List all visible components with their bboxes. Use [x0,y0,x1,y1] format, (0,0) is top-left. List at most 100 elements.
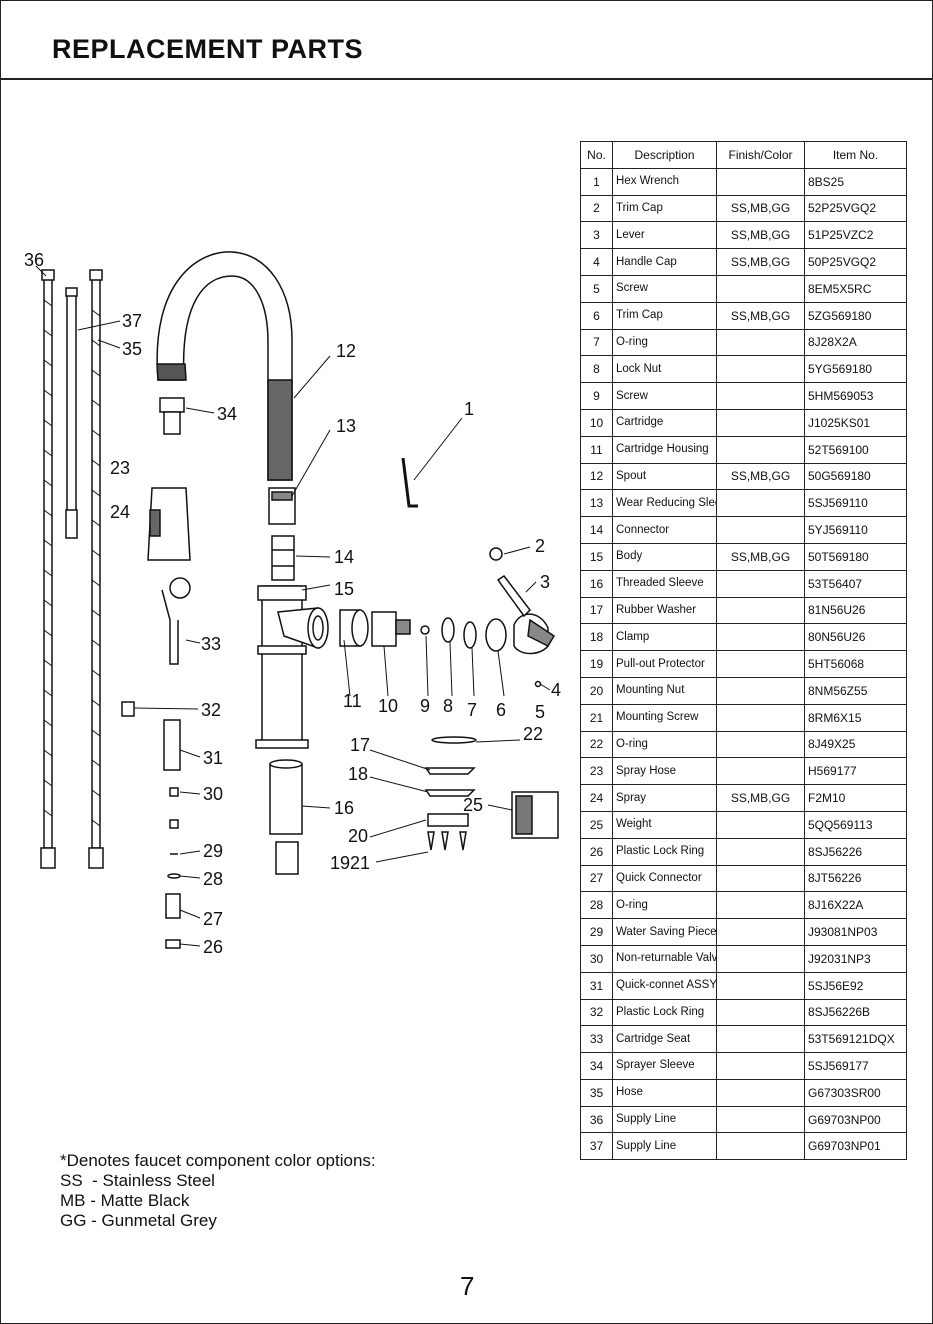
table-cell-description: Connector [612,516,717,544]
table-cell-finish [716,489,805,518]
table-cell-description: Mounting Screw [612,703,717,732]
table-cell-description: O-ring [612,891,717,920]
table-cell-finish: SS,MB,GG [716,462,805,491]
table-cell-no: 16 [580,569,613,598]
table-cell-no: 24 [580,784,613,812]
table-cell-item-no: 53T56407 [804,569,907,598]
table-cell-no: 21 [580,703,613,732]
table-cell-finish [716,864,805,893]
table-cell-description: Rubber Washer [612,596,717,625]
callout-3: 3 [540,572,550,592]
body [255,585,329,749]
table-cell-finish [716,408,805,437]
column-header-no: No. [580,141,613,169]
table-cell-item-no: 5SJ569177 [804,1052,907,1080]
callout-28: 28 [203,869,223,889]
table-cell-description: Water Saving Piece [612,918,717,946]
table-cell-finish [716,274,805,303]
table-cell-finish [716,1105,805,1134]
callout-33: 33 [201,634,221,654]
table-cell-item-no: 51P25VZC2 [804,221,907,250]
callout-32: 32 [201,700,221,720]
table-cell-finish [716,569,805,598]
callout-35: 35 [122,339,142,359]
callout-30: 30 [203,784,223,804]
table-cell-item-no: 81N56U26 [804,596,907,625]
table-cell-description: Spray Hose [612,757,717,786]
quick-connect-parts [121,701,181,949]
table-cell-no: 22 [580,730,613,759]
table-cell-description: Lock Nut [612,355,717,384]
table-cell-finish [716,516,805,544]
table-cell-finish [716,650,805,678]
column-header-finish: Finish/Color [716,141,805,169]
table-cell-no: 19 [580,650,613,678]
table-cell-item-no: 5HT56068 [804,650,907,678]
table-cell-finish [716,1025,805,1054]
callout-23: 23 [110,458,130,478]
callout-17: 17 [350,735,370,755]
table-cell-item-no: 50G569180 [804,462,907,491]
table-cell-item-no: 50T569180 [804,542,907,571]
callout-labels: 1 2 3 4 5 6 7 8 9 10 11 12 13 14 15 16 1… [24,250,561,957]
table-cell-description: Clamp [612,623,717,652]
table-cell-no: 34 [580,1052,613,1080]
table-cell-item-no: F2M10 [804,784,907,812]
table-cell-no: 13 [580,489,613,518]
callout-4: 4 [551,680,561,700]
table-cell-no: 5 [580,274,613,303]
table-cell-finish: SS,MB,GG [716,301,805,330]
table-cell-item-no: 8J28X2A [804,328,907,357]
table-cell-item-no: 5SJ569110 [804,489,907,518]
table-cell-item-no: 8BS25 [804,167,907,196]
table-cell-finish [716,730,805,759]
table-cell-item-no: G69703NP01 [804,1132,907,1161]
table-header-row: No. Description Finish/Color Item No. [580,141,907,169]
table-cell-no: 10 [580,408,613,437]
callout-16: 16 [334,798,354,818]
table-cell-item-no: H569177 [804,757,907,786]
small-parts-row [420,613,556,688]
table-cell-no: 12 [580,462,613,491]
callout-29: 29 [203,841,223,861]
table-cell-description: Screw [612,382,717,410]
table-cell-item-no: 53T569121DQX [804,1025,907,1054]
table-cell-finish [716,167,805,196]
callout-8: 8 [443,696,453,716]
table-cell-no: 17 [580,596,613,625]
table-cell-description: Handle Cap [612,248,717,276]
table-cell-item-no: 5YJ569110 [804,516,907,544]
sprayer-assembly [147,397,191,665]
table-cell-description: Quick Connector [612,864,717,893]
header-divider [0,78,933,80]
table-cell-item-no: 52T569100 [804,435,907,464]
table-cell-finish [716,944,805,973]
table-cell-finish [716,918,805,946]
note-gg: GG - Gunmetal Grey [60,1211,217,1230]
table-cell-no: 27 [580,864,613,893]
callout-10: 10 [378,696,398,716]
table-cell-no: 9 [580,382,613,410]
table-cell-description: Supply Line [612,1105,717,1134]
table-cell-finish [716,596,805,625]
page-number: 7 [460,1271,475,1301]
threaded-sleeve [269,759,303,835]
table-cell-no: 8 [580,355,613,384]
table-cell-description: Supply Line [612,1132,717,1161]
table-cell-no: 30 [580,944,613,973]
note-mb: MB - Matte Black [60,1191,190,1210]
table-cell-no: 31 [580,971,613,1000]
column-header-item-no: Item No. [804,141,907,169]
cartridge-housing [339,609,369,647]
table-cell-no: 15 [580,542,613,571]
color-options-note: *Denotes faucet component color options:… [60,1151,376,1231]
